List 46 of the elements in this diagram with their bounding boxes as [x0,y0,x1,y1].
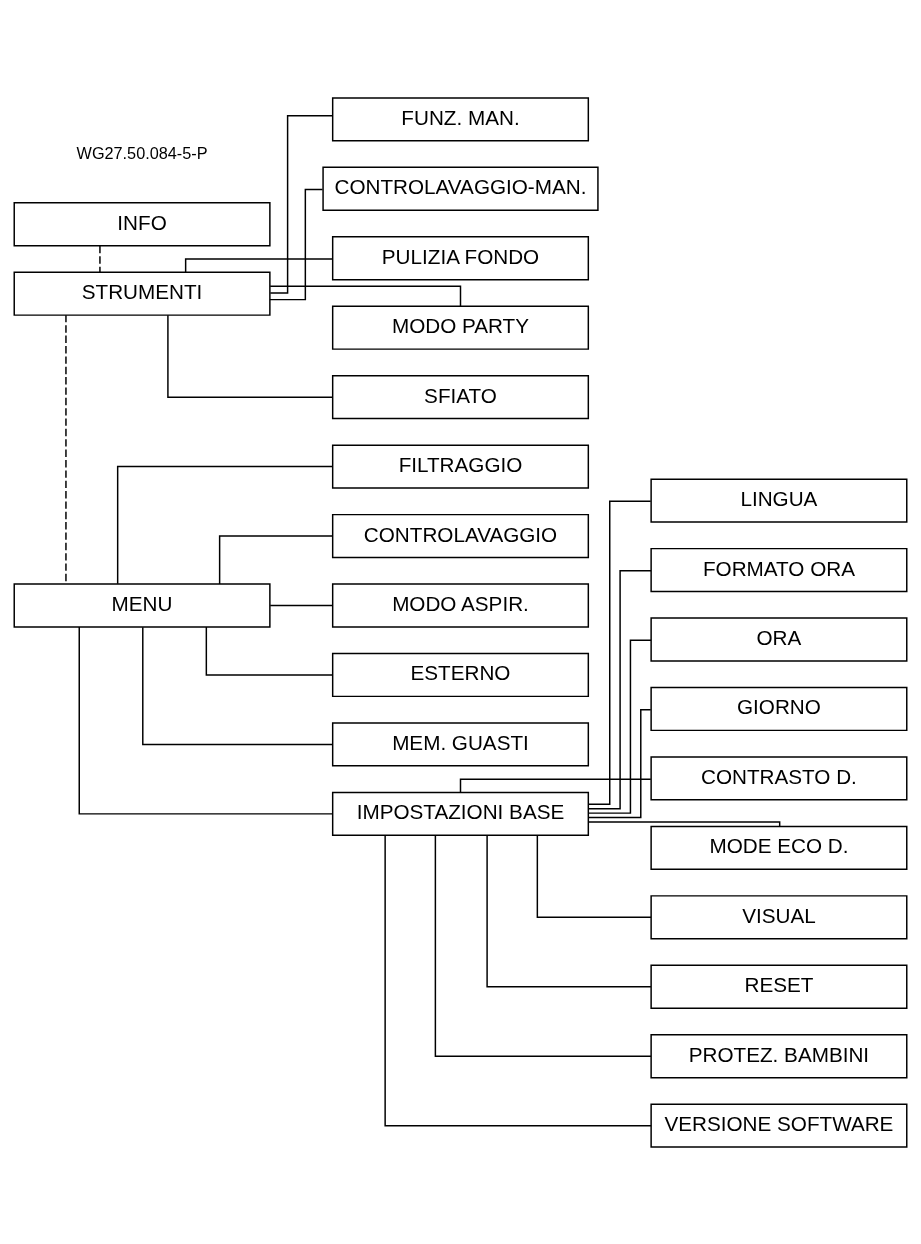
node-box: MENU [13,582,271,628]
node-box: LINGUA [650,477,908,523]
node-box: STRUMENTI [13,271,271,316]
node-box: IMPOSTAZIONI BASE [331,791,590,836]
node-box: GIORNO [650,686,908,731]
node-box: RESET [650,964,908,1009]
connector [99,244,101,273]
node-box: FUNZ. MAN. [331,96,590,141]
node-box: CONTROLAVAGGIO-MAN. [322,166,599,211]
connector [536,834,652,918]
connector [434,834,652,1057]
connector [218,534,334,585]
node-box: ORA [650,616,908,662]
node-box: PULIZIA FONDO [331,235,590,280]
connector [269,114,334,294]
node-box: SFIATO [331,374,590,419]
node-box: CONTRASTO D. [650,755,908,801]
node-box: PROTEZ. BAMBINI [650,1033,908,1078]
node-box: FILTRAGGIO [331,443,590,489]
connector [587,820,781,827]
connector [269,604,334,606]
node-box: INFO [13,201,271,246]
node-box: VERSIONE SOFTWARE [650,1103,908,1148]
node-box: VISUAL [650,894,908,939]
connector [184,257,334,273]
node-box: FORMATO ORA [650,547,908,592]
connector [384,834,652,1126]
connector [587,569,652,809]
connector [587,708,652,818]
node-box: MODE ECO D. [650,825,908,870]
connector [587,500,652,805]
connector [486,834,652,987]
connector [78,625,334,815]
label: WG27.50.084-5-P [76,143,208,162]
connector [587,639,652,814]
connector [459,777,652,793]
node-box: MEM. GUASTI [331,721,590,767]
connector [205,625,334,676]
connector [142,625,334,745]
node-box: ESTERNO [331,652,590,697]
connector [116,465,334,585]
node-box: CONTROLAVAGGIO [331,513,590,558]
connector [269,285,462,307]
node-box: MODO ASPIR. [331,582,590,628]
node-box: MODO PARTY [331,305,590,350]
connector [167,313,334,398]
